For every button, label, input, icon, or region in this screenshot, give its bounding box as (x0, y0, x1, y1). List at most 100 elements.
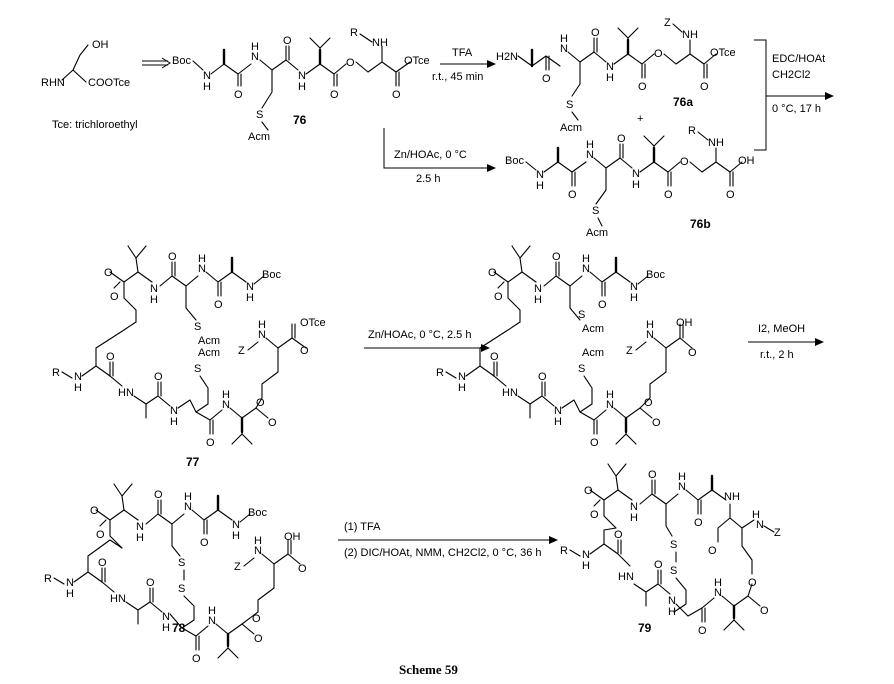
cond-edc: EDC/HOAt (772, 53, 825, 65)
atom-o: O (330, 89, 339, 101)
atom-o: O (748, 577, 757, 589)
atom-n: N (232, 519, 240, 531)
atom-o: O (490, 351, 499, 363)
atom-hn: HN (502, 387, 518, 399)
atom-acm: Acm (582, 323, 604, 335)
atom-o: O (96, 529, 105, 541)
atom-o: O (300, 345, 309, 357)
atom-n: N (756, 519, 764, 531)
atom-n: N (714, 587, 722, 599)
atom-h: H (560, 33, 568, 45)
atom-n: N (582, 263, 590, 275)
cond-zn2: Zn/HOAc, 0 °C, 2.5 h (368, 329, 471, 341)
cond-zn1-time: 2.5 h (416, 173, 440, 185)
atom-o: O (726, 189, 735, 201)
atom-h: H (184, 491, 192, 503)
atom-n: N (632, 168, 640, 180)
cond-edc-time: 0 °C, 17 h (772, 103, 821, 115)
atom-s: S (578, 309, 585, 321)
atom-h: H (606, 72, 614, 84)
cond-zn1: Zn/HOAc, 0 °C (394, 149, 467, 161)
atom-o: O (708, 545, 717, 557)
atom-o: O (664, 189, 673, 201)
scheme-caption: Scheme 59 (399, 662, 458, 677)
atom-cootce: COOTce (88, 77, 130, 89)
atom-n: N (536, 169, 544, 181)
atom-s: S (670, 565, 677, 577)
atom-rhn: RHN (41, 77, 65, 89)
atom-otce: OTce (404, 55, 430, 67)
compound-79-label: 79 (638, 621, 652, 635)
atom-oh: OH (738, 155, 755, 167)
atom-o: O (168, 251, 177, 263)
atom-o: O (494, 291, 503, 303)
atom-r: R (688, 125, 696, 137)
atom-o: O (283, 35, 292, 47)
plus-sign: + (637, 113, 643, 125)
atom-n: N (222, 399, 230, 411)
atom-oh: OH (92, 39, 109, 51)
atom-n: N (251, 51, 259, 63)
atom-o: O (538, 371, 547, 383)
atom-r: R (44, 573, 52, 585)
intermediate-acid-structure: O O N H O N H O N H Boc S Acm Acm S Z N … (436, 245, 697, 449)
atom-h: H (246, 292, 254, 304)
atom-n: N (150, 283, 158, 295)
atom-n: N (646, 329, 654, 341)
atom-o: O (568, 189, 577, 201)
atom-o: O (254, 633, 263, 645)
atom-r: R (350, 27, 358, 39)
atom-h: H (198, 253, 206, 265)
atom-boc: Boc (505, 155, 524, 167)
atom-h: H (458, 382, 466, 394)
atom-n: N (668, 595, 676, 607)
atom-s: S (578, 363, 585, 375)
atom-h: H (678, 471, 686, 483)
atom-o: O (598, 299, 607, 311)
atom-h: H (752, 509, 760, 521)
atom-h: H (203, 81, 211, 93)
atom-o: O (268, 417, 277, 429)
atom-o: O (760, 605, 769, 617)
atom-n: N (458, 371, 466, 383)
multistep-arrow (142, 57, 171, 69)
atom-n: N (162, 611, 170, 623)
atom-n: N (606, 399, 614, 411)
atom-o: O (617, 133, 626, 145)
tce-note: Tce: trichloroethyl (52, 119, 138, 131)
atom-z: Z (238, 345, 245, 357)
atom-h: H (606, 389, 614, 401)
cond-step1: (1) TFA (344, 521, 381, 533)
atom-o: O (90, 505, 99, 517)
cond-step2: (2) DIC/HOAt, NMM, CH2Cl2, 0 °C, 36 h (344, 547, 542, 559)
atom-o: O (106, 351, 115, 363)
atom-r: R (52, 367, 60, 379)
atom-n: N (170, 405, 178, 417)
atom-o: O (590, 509, 599, 521)
atom-h: H (646, 319, 654, 331)
atom-otce: OTce (710, 47, 736, 59)
compound-76a-label: 76a (673, 95, 693, 109)
atom-o: O (110, 291, 119, 303)
atom-h: H (254, 535, 262, 547)
atom-n: N (136, 521, 144, 533)
atom-h: H (630, 512, 638, 524)
atom-oh: OH (284, 531, 301, 543)
cyclization-arrow: (1) TFA (2) DIC/HOAt, NMM, CH2Cl2, 0 °C,… (338, 521, 558, 559)
atom-hn: HN (618, 571, 634, 583)
atom-h: H (162, 622, 170, 634)
atom-n: N (74, 371, 82, 383)
atom-oh: OH (676, 317, 693, 329)
atom-o: O (542, 73, 551, 85)
atom-n: N (184, 501, 192, 513)
atom-o: O (688, 347, 697, 359)
atom-o: O (104, 267, 113, 279)
atom-o: O (192, 653, 201, 665)
atom-n: N (554, 405, 562, 417)
atom-o: O (590, 437, 599, 449)
atom-o: O (392, 89, 401, 101)
atom-boc: Boc (172, 55, 191, 67)
atom-h: H (630, 292, 638, 304)
atom-h: H (582, 253, 590, 265)
